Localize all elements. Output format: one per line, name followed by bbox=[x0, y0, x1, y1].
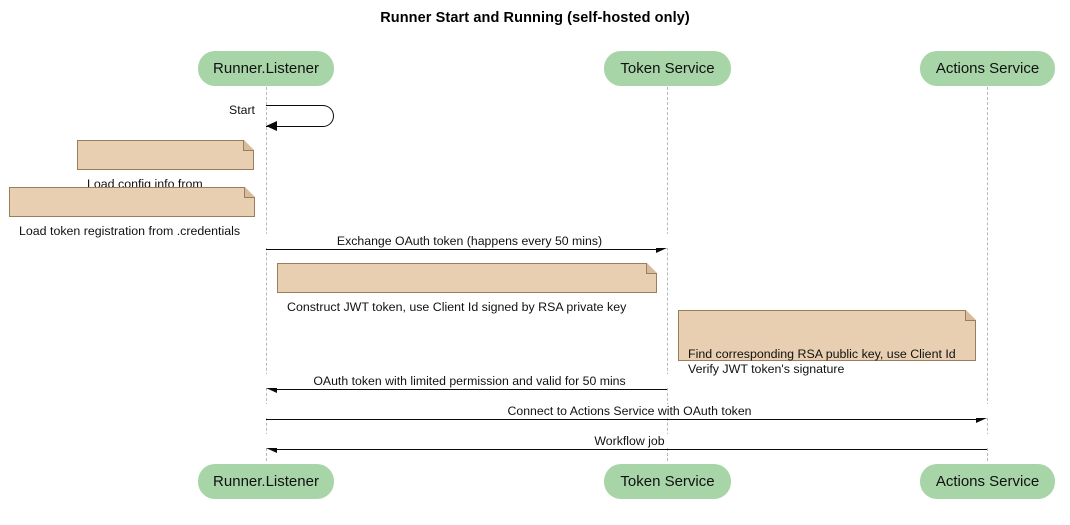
participant-label: Token Service bbox=[620, 473, 715, 490]
message-connect-actions-service-line bbox=[266, 419, 976, 420]
note-text: Find corresponding RSA public key, use C… bbox=[688, 347, 956, 376]
message-workflow-job-label: Workflow job bbox=[266, 434, 993, 448]
lifeline-runner bbox=[266, 87, 267, 461]
participant-token-service-bottom[interactable]: Token Service bbox=[604, 464, 731, 499]
participant-label: Actions Service bbox=[935, 60, 1040, 77]
note-dogear-icon bbox=[244, 186, 256, 198]
participant-label: Runner.Listener bbox=[213, 60, 319, 77]
participant-label: Actions Service bbox=[935, 473, 1040, 490]
self-message-start-label: Start bbox=[226, 103, 258, 117]
page-title: Runner Start and Running (self-hosted on… bbox=[380, 10, 690, 26]
message-connect-actions-service-label: Connect to Actions Service with OAuth to… bbox=[266, 404, 993, 418]
participant-actions-service-top[interactable]: Actions Service bbox=[920, 51, 1055, 86]
message-oauth-token-reply-arrowhead bbox=[266, 383, 277, 393]
message-oauth-token-reply-line bbox=[277, 389, 667, 390]
lifeline-token bbox=[667, 87, 668, 461]
message-workflow-job-arrowhead bbox=[266, 443, 277, 453]
note-text: Construct JWT token, use Client Id signe… bbox=[287, 300, 627, 314]
message-exchange-oauth-token-arrowhead bbox=[656, 243, 667, 253]
participant-actions-service-bottom[interactable]: Actions Service bbox=[920, 464, 1055, 499]
note-load-token-registration: Load token registration from .credential… bbox=[9, 186, 256, 238]
message-exchange-oauth-token-label: Exchange OAuth token (happens every 50 m… bbox=[266, 234, 673, 248]
note-text: Load token registration from .credential… bbox=[19, 224, 241, 238]
note-dogear-icon bbox=[646, 262, 658, 274]
note-construct-jwt: Construct JWT token, use Client Id signe… bbox=[277, 262, 658, 314]
message-oauth-token-reply-label: OAuth token with limited permission and … bbox=[266, 374, 673, 388]
participant-label: Token Service bbox=[620, 60, 715, 77]
participant-runner-listener-top[interactable]: Runner.Listener bbox=[198, 51, 334, 86]
note-dogear-icon bbox=[243, 139, 255, 151]
participant-runner-listener-bottom[interactable]: Runner.Listener bbox=[198, 464, 334, 499]
participant-token-service-top[interactable]: Token Service bbox=[604, 51, 731, 86]
self-message-start-arrowhead bbox=[266, 121, 277, 131]
note-load-config: Load config info from .runner bbox=[77, 139, 255, 206]
note-dogear-icon bbox=[965, 309, 977, 321]
participant-label: Runner.Listener bbox=[213, 473, 319, 490]
note-verify-jwt: Find corresponding RSA public key, use C… bbox=[678, 309, 977, 376]
message-workflow-job-line bbox=[277, 449, 987, 450]
lifeline-actions bbox=[987, 87, 988, 461]
message-exchange-oauth-token-line bbox=[266, 249, 656, 250]
self-message-start-loop bbox=[266, 105, 334, 127]
message-connect-actions-service-arrowhead bbox=[976, 413, 987, 423]
